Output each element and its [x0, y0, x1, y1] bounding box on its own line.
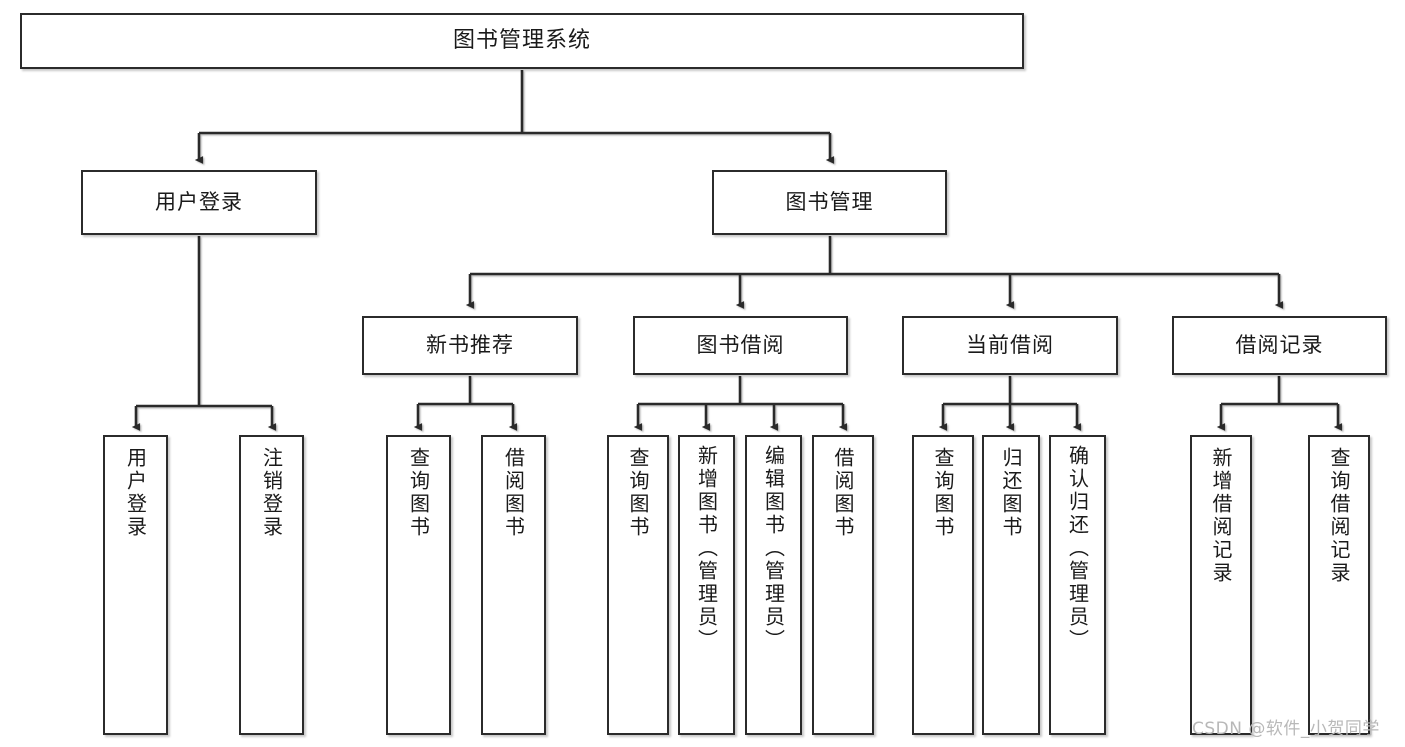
- node-label: 用户登录: [123, 447, 148, 539]
- leaf-new-book-borrow[interactable]: 借阅图书: [481, 435, 546, 735]
- node-label: 新书推荐: [426, 333, 514, 358]
- leaf-record-query-record[interactable]: 查询借阅记录: [1308, 435, 1370, 735]
- node-label: 编辑图书（管理员）: [761, 445, 786, 652]
- node-label: 查询借阅记录: [1327, 447, 1351, 585]
- node-book-management[interactable]: 图书管理: [712, 170, 947, 235]
- node-label: 图书管理: [785, 190, 874, 215]
- node-label: 注销登录: [259, 447, 284, 539]
- node-user-login[interactable]: 用户登录: [81, 170, 317, 235]
- node-label: 图书管理系统: [452, 28, 591, 54]
- node-label: 确认归还（管理员）: [1065, 445, 1090, 652]
- node-book-borrow[interactable]: 图书借阅: [633, 316, 848, 375]
- node-label: 查询图书: [931, 447, 955, 539]
- node-label: 新增借阅记录: [1209, 447, 1233, 585]
- node-root-system[interactable]: 图书管理系统: [20, 13, 1024, 69]
- leaf-borrow-add-book-admin[interactable]: 新增图书（管理员）: [678, 435, 735, 735]
- node-label: 图书借阅: [696, 333, 785, 358]
- leaf-borrow-edit-book-admin[interactable]: 编辑图书（管理员）: [745, 435, 802, 735]
- leaf-borrow-borrow-book[interactable]: 借阅图书: [812, 435, 874, 735]
- node-label: 新增图书（管理员）: [694, 445, 719, 652]
- node-label: 查询图书: [406, 447, 431, 539]
- node-label: 借阅记录: [1235, 333, 1324, 358]
- node-label: 归还图书: [999, 447, 1023, 539]
- node-label: 查询图书: [626, 447, 650, 539]
- leaf-user-login-signout[interactable]: 注销登录: [239, 435, 304, 735]
- leaf-user-login-signin[interactable]: 用户登录: [103, 435, 168, 735]
- node-label: 用户登录: [155, 190, 243, 215]
- node-borrow-record[interactable]: 借阅记录: [1172, 316, 1387, 375]
- leaf-current-return-book[interactable]: 归还图书: [982, 435, 1040, 735]
- node-label: 借阅图书: [831, 447, 855, 539]
- csdn-watermark: CSDN @软件_小贺同学: [1192, 719, 1380, 739]
- leaf-record-add-record[interactable]: 新增借阅记录: [1190, 435, 1252, 735]
- leaf-new-book-query[interactable]: 查询图书: [386, 435, 451, 735]
- leaf-borrow-query-book[interactable]: 查询图书: [607, 435, 669, 735]
- leaf-current-confirm-return-admin[interactable]: 确认归还（管理员）: [1049, 435, 1106, 735]
- node-label: 借阅图书: [501, 447, 526, 539]
- node-new-book-recommend[interactable]: 新书推荐: [362, 316, 578, 375]
- node-current-borrow[interactable]: 当前借阅: [902, 316, 1118, 375]
- node-label: 当前借阅: [966, 333, 1054, 358]
- leaf-current-query-book[interactable]: 查询图书: [912, 435, 974, 735]
